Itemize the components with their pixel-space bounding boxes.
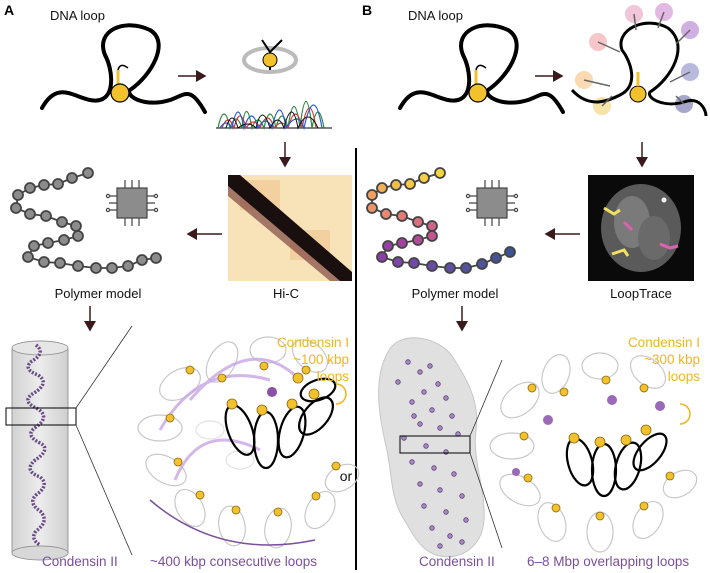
condensin2-label-a: Condensin II — [42, 554, 118, 569]
dna-loop-icon — [398, 23, 565, 114]
condensin-icon — [110, 64, 130, 103]
probe-labeled-dna-loop — [570, 3, 708, 117]
polymer-model-label-a: Polymer model — [55, 286, 142, 301]
condensin1-loops-a: loops — [317, 369, 350, 384]
consecutive-loops-label: ~400 kbp consecutive loops — [150, 554, 317, 569]
hic-label: Hi-C — [273, 286, 299, 301]
condensin-markers-a — [165, 361, 341, 517]
chip-icon — [105, 180, 159, 226]
condensin2-label-b: Condensin II — [419, 554, 495, 569]
condensin1-label-a: Condensin I — [277, 335, 349, 350]
chromatid-cylinder-a — [5, 340, 77, 561]
panel-b-dna-loop-label: DNA loop — [408, 8, 463, 23]
overlapping-loops-label: 6–8 Mbp overlapping loops — [527, 554, 689, 569]
looptrace-label: LoopTrace — [610, 286, 672, 301]
consecutive-arc — [149, 499, 316, 546]
panel-a-dna-loop-label: DNA loop — [50, 8, 105, 23]
polymer-model-label-b: Polymer model — [412, 286, 499, 301]
panel-a-letter: A — [4, 2, 14, 18]
chip-icon — [465, 180, 519, 226]
dna-loop-icon — [40, 23, 207, 114]
hic-map-icon — [228, 175, 352, 281]
condensin-icon — [468, 64, 488, 103]
condensin2-markers-b — [512, 395, 665, 476]
condensin-markers-b — [519, 375, 675, 521]
condensin2-marker — [267, 387, 277, 397]
condensin1-size-b: ~300 kbp — [644, 352, 700, 367]
looptrace-image-icon — [588, 175, 694, 281]
condensin1-size-a: ~100 kbp — [293, 352, 349, 367]
condensin1-label-b: Condensin I — [628, 335, 700, 350]
loop-rosette-a — [137, 336, 360, 549]
polymer-chain-a — [10, 167, 162, 274]
or-label: or — [340, 468, 353, 484]
condensin-icon — [242, 39, 298, 74]
polymer-chain-b — [366, 167, 516, 274]
panel-b-letter: B — [362, 2, 372, 18]
condensin1-loops-b: loops — [668, 369, 701, 384]
bold-loops-a — [224, 377, 337, 470]
chromatid-blob-b — [378, 337, 485, 558]
chromatogram-icon — [216, 101, 332, 131]
